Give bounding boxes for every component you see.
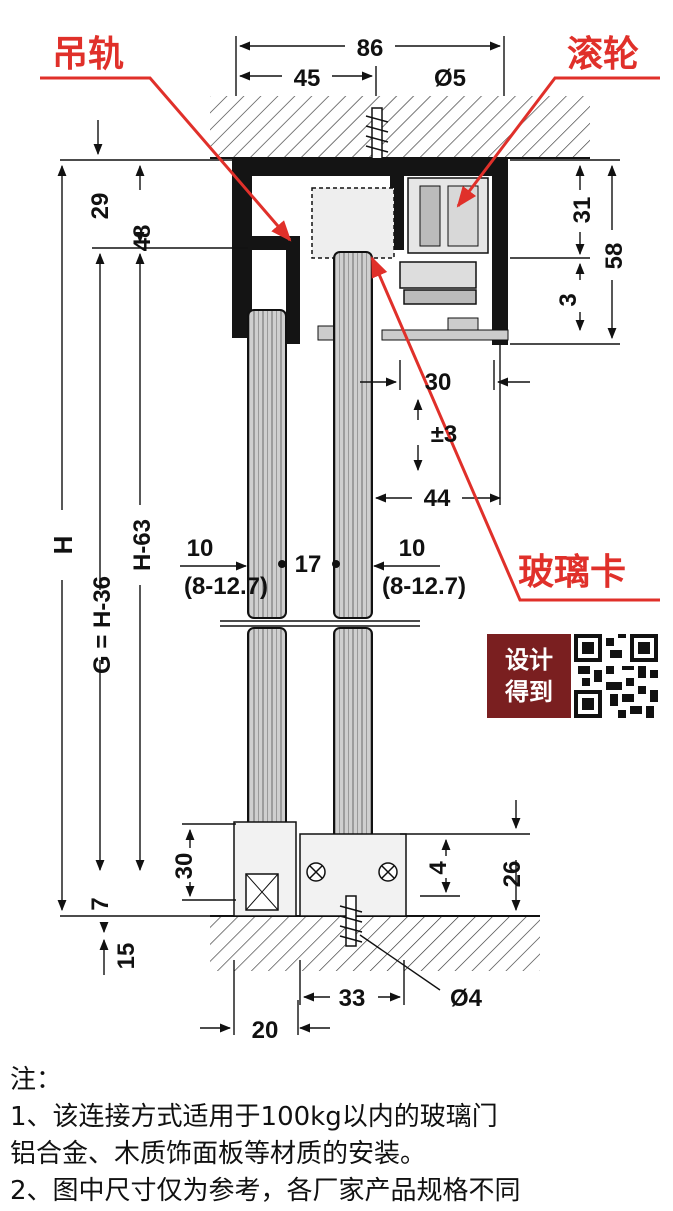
glass-panel-right-top	[333, 251, 373, 619]
dim-adjust-3: ±3	[431, 421, 458, 448]
dim-range-left: (8-12.7)	[184, 573, 268, 600]
dim-7: 7	[87, 897, 114, 910]
dim-17: 17	[295, 551, 322, 578]
dim-h63: H-63	[129, 519, 156, 571]
dim-dia-5: Ø5	[434, 65, 466, 92]
dim-48: 48	[129, 225, 156, 252]
bottom-guide-left	[233, 821, 297, 917]
callout-glass-clip: 玻璃卡	[518, 552, 626, 593]
notes-line-2: 铝合金、木质饰面板等材质的安装。	[10, 1139, 427, 1169]
badge-line-1: 设计	[505, 646, 553, 674]
dim-45: 45	[294, 65, 321, 92]
sliding-door-section-diagram: 吊轨 滚轮 玻璃卡 86 45 Ø5 29 48 31 58 3 30 ±3 4…	[40, 34, 660, 1044]
dim-29: 29	[87, 193, 114, 220]
dim-range-right: (8-12.7)	[382, 573, 466, 600]
callout-roller: 滚轮	[567, 34, 639, 75]
dim-30-top: 30	[425, 369, 452, 396]
dim-44: 44	[424, 485, 451, 512]
floor-screw	[339, 895, 363, 947]
dim-15: 15	[113, 943, 140, 970]
dim-10-right: 10	[399, 535, 426, 562]
dim-dia-4: Ø4	[450, 985, 483, 1012]
dim-31: 31	[569, 197, 596, 224]
callout-rail: 吊轨	[52, 34, 124, 75]
dim-4: 4	[425, 861, 452, 875]
dim-10-left: 10	[187, 535, 214, 562]
badge-line-2: 得到	[505, 678, 553, 706]
glass-panel-left-top	[247, 309, 287, 619]
dim-58: 58	[601, 243, 628, 270]
notes-section: 注： 1、该连接方式适用于100kg以内的玻璃门 铝合金、木质饰面板等材质的安装…	[10, 1062, 670, 1210]
dim-g: G = H-36	[89, 576, 116, 674]
dim-33: 33	[339, 985, 366, 1012]
floor-hatch	[210, 916, 540, 971]
dim-3: 3	[555, 293, 582, 306]
notes-heading: 注：	[10, 1065, 63, 1095]
qr-code-icon	[573, 634, 659, 718]
ceiling-hatch	[210, 96, 590, 158]
notes-line-1: 1、该连接方式适用于100kg以内的玻璃门	[10, 1102, 498, 1132]
dim-20: 20	[252, 1017, 279, 1044]
notes-line-3: 2、图中尺寸仅为参考，各厂家产品规格不同	[10, 1176, 521, 1206]
dim-86: 86	[357, 35, 384, 62]
dim-30-bottom: 30	[171, 853, 198, 880]
dim-26: 26	[499, 861, 526, 888]
dim-total-h: H	[48, 536, 78, 555]
brand-badge: 设计 得到	[487, 634, 571, 718]
